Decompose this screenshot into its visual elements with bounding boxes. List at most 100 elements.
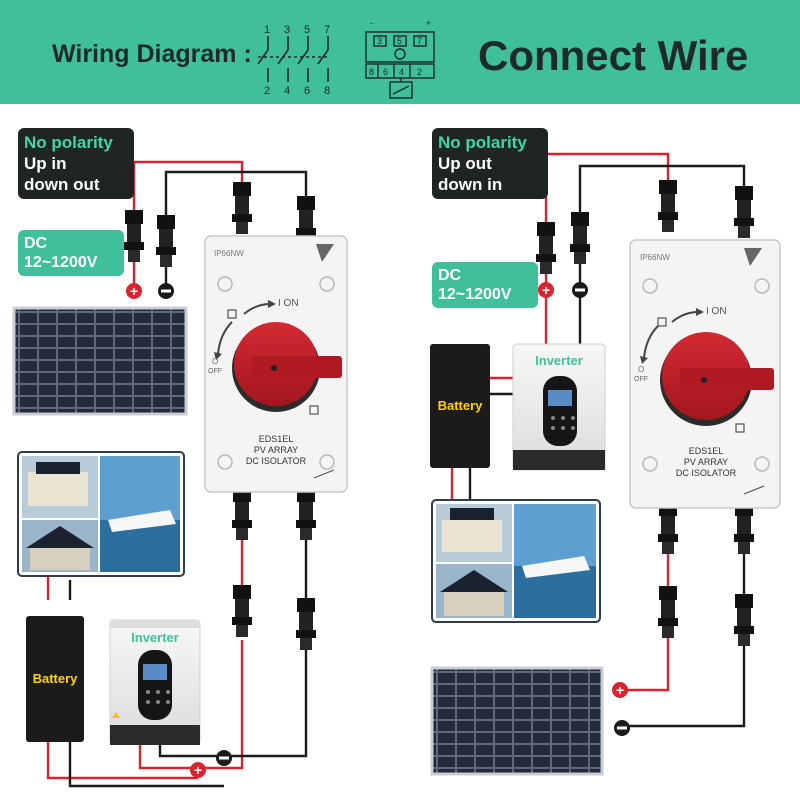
- connect-wire-title: Connect Wire: [478, 32, 749, 79]
- switch-top-5: 5: [304, 24, 310, 36]
- header-banner: Wiring Diagram : 1 3 5 7 2 4 6 8: [0, 0, 800, 104]
- right-bottom-plus-marker: [612, 682, 628, 698]
- relay-sign-minus: -: [370, 18, 373, 28]
- left-plus-marker: [126, 283, 142, 299]
- right-dc-line-1: DC: [438, 267, 462, 284]
- left-off-symbol: O: [212, 357, 218, 366]
- switch-bottom-2: 2: [264, 85, 270, 97]
- left-dc-isolator: IP66NW I ON O OFF EDS1EL PV ARRAY DC ISO…: [204, 235, 348, 493]
- svg-text:+: +: [130, 283, 138, 299]
- svg-text:+: +: [194, 762, 202, 778]
- left-output-connector-2: [296, 598, 316, 650]
- right-lock-icon-bottom: [735, 423, 745, 433]
- left-knob-handle: [252, 356, 342, 378]
- left-panel-connector-minus: [156, 215, 176, 267]
- left-isolator-model: EDS1EL: [259, 434, 294, 444]
- right-battery: [430, 344, 490, 468]
- right-direction-line-1: Up out: [438, 154, 492, 173]
- relay-top-3: 3: [377, 36, 382, 46]
- left-output-connector-1: [232, 585, 252, 637]
- right-direction-line-2: down in: [438, 175, 503, 194]
- right-output-connector-1: [658, 586, 678, 638]
- right-polarity-label: No polarity: [438, 133, 527, 152]
- left-direction-line-1: Up in: [24, 154, 67, 173]
- left-switch-symbol: [313, 469, 335, 479]
- right-brand-logo: [744, 248, 762, 266]
- right-connector-minus: [570, 212, 590, 264]
- left-polarity-label: No polarity: [24, 133, 113, 152]
- switch-top-7: 7: [324, 24, 330, 36]
- svg-text:+: +: [542, 282, 550, 298]
- left-on-label: I ON: [278, 298, 299, 309]
- right-isolator-model: EDS1EL: [689, 446, 724, 456]
- relay-sign-plus: +: [426, 18, 431, 28]
- left-solar-panel: [12, 306, 188, 416]
- left-isolator-rating: IP66NW: [214, 249, 244, 258]
- right-inverter: [512, 343, 606, 471]
- left-isolator-line2: PV ARRAY: [254, 445, 298, 455]
- right-isolator-top-connector-2: [734, 186, 754, 238]
- right-battery-label: Battery: [438, 398, 484, 413]
- right-application-photos: [431, 499, 601, 623]
- left-application-photos: [17, 451, 185, 577]
- wiring-diagram-title: Wiring Diagram :: [52, 40, 252, 68]
- left-inverter: [109, 619, 201, 745]
- svg-text:+: +: [616, 682, 624, 698]
- relay-bottom-2: 2: [417, 67, 422, 77]
- switch-bottom-4: 4: [284, 85, 290, 97]
- left-dc-line-1: DC: [24, 235, 48, 252]
- right-isolator-line2: PV ARRAY: [684, 457, 728, 467]
- left-isolator-bottom-connector-2: [296, 488, 316, 540]
- right-inverter-label: Inverter: [535, 353, 583, 368]
- left-isolator-bottom-connector-1: [232, 488, 252, 540]
- left-polarity-tag: No polarity Up in down out: [18, 128, 134, 199]
- left-inverter-label: Inverter: [131, 630, 179, 645]
- right-isolator-top-connector-1: [658, 180, 678, 232]
- right-output-connector-2: [734, 594, 754, 646]
- right-switch-symbol: [743, 485, 765, 495]
- right-plus-marker: [538, 282, 554, 298]
- left-isolator-line3: DC ISOLATOR: [246, 456, 307, 466]
- switch-bottom-8: 8: [324, 85, 330, 97]
- left-bottom-plus-marker: [190, 762, 206, 778]
- left-off-label: OFF: [208, 368, 222, 375]
- relay-top-5: 5: [397, 36, 402, 46]
- left-off-arrow: [217, 321, 233, 355]
- switch-top-3: 3: [284, 24, 290, 36]
- left-direction-line-2: down out: [24, 175, 100, 194]
- relay-top-7: 7: [417, 36, 422, 46]
- relay-bottom-6: 6: [383, 67, 388, 77]
- left-lock-icon-top: [227, 309, 237, 319]
- right-isolator-rating: IP66NW: [640, 253, 670, 262]
- relay-bottom-4: 4: [399, 67, 404, 77]
- left-dc-tag: DC 12~1200V: [18, 230, 124, 276]
- right-isolator-line3: DC ISOLATOR: [676, 468, 737, 478]
- left-battery-label: Battery: [33, 671, 79, 686]
- right-isolator-bottom-connector-2: [734, 502, 754, 554]
- right-polarity-tag: No polarity Up out down in: [432, 128, 548, 199]
- right-on-label: I ON: [706, 306, 727, 317]
- right-lock-icon-top: [657, 317, 667, 327]
- switch-top-1: 1: [264, 24, 270, 36]
- wiring-schematic: 1 3 5 7 2 4 6 8 - + 3 5 7 8 6: [257, 18, 435, 99]
- left-battery: [26, 616, 84, 742]
- switch-bottom-6: 6: [304, 85, 310, 97]
- left-on-arrow: [243, 303, 269, 315]
- right-on-arrow: [671, 311, 697, 323]
- right-off-symbol: O: [638, 365, 644, 374]
- right-isolator-bottom-connector-1: [658, 502, 678, 554]
- right-dc-isolator: IP66NW I ON O OFF EDS1EL PV ARRAY DC ISO…: [629, 239, 781, 509]
- relay-bottom-8: 8: [369, 67, 374, 77]
- left-isolator-top-connector-1: [232, 182, 252, 234]
- left-brand-logo: [316, 244, 334, 262]
- right-dc-tag: DC 12~1200V: [432, 262, 538, 308]
- right-dc-line-2: 12~1200V: [438, 286, 512, 303]
- right-off-arrow: [643, 325, 659, 359]
- right-off-label: OFF: [634, 376, 648, 383]
- left-panel-connector-plus: [124, 210, 144, 262]
- right-knob-handle: [680, 368, 774, 390]
- right-connector-plus: [536, 222, 556, 274]
- left-lock-icon-bottom: [309, 405, 319, 415]
- left-dc-line-2: 12~1200V: [24, 254, 98, 271]
